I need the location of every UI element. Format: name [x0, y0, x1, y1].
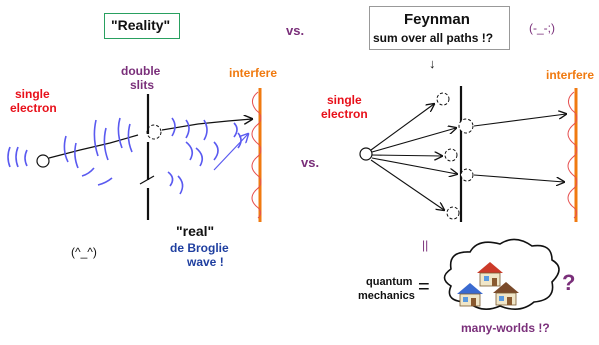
qm-label-line1: quantum — [366, 276, 412, 288]
real-wave-label-line3: wave ! — [187, 255, 224, 269]
left-source-label-line2: electron — [10, 101, 57, 115]
qm-label-line2: mechanics — [358, 290, 415, 302]
down-arrow: ↓ — [429, 56, 436, 71]
right-source-label-line2: electron — [321, 107, 368, 121]
right-paths-to-slits — [371, 104, 457, 210]
right-screen-label: interfere — [546, 68, 594, 82]
right-slit-ghosts — [437, 93, 473, 219]
right-title-line2: sum over all paths !? — [373, 31, 493, 45]
left-path-to-slit — [49, 135, 138, 158]
left-wavefronts-incoming — [64, 118, 132, 185]
versus-middle: vs. — [301, 155, 319, 170]
right-source-label-line1: single — [327, 93, 362, 107]
question-mark: ? — [562, 270, 575, 296]
real-wave-label-line1: "real" — [176, 223, 214, 239]
left-title: "Reality" — [111, 17, 170, 33]
left-electron-circle — [37, 155, 49, 167]
right-electron-circle — [360, 148, 372, 160]
left-label-pointer — [214, 134, 248, 170]
equals-vertical: || — [422, 238, 428, 252]
versus-top: vs. — [286, 23, 304, 38]
left-wavefronts-outgoing — [168, 118, 241, 194]
right-face-emoticon: (-_-;) — [529, 21, 555, 35]
right-title-line1: Feynman — [404, 11, 470, 28]
slit-label-line2: slits — [130, 78, 154, 92]
slit-label-line1: double — [121, 64, 160, 78]
right-paths-to-screen — [474, 114, 566, 182]
left-screen-label: interfere — [229, 66, 277, 80]
many-worlds-caption: many-worlds !? — [461, 321, 550, 335]
equals-sign: = — [418, 276, 430, 299]
left-wavefronts-source — [8, 147, 27, 167]
real-wave-label-line2: de Broglie — [170, 241, 229, 255]
left-source-label-line1: single — [15, 87, 50, 101]
left-face-emoticon: (^_^) — [71, 245, 97, 259]
